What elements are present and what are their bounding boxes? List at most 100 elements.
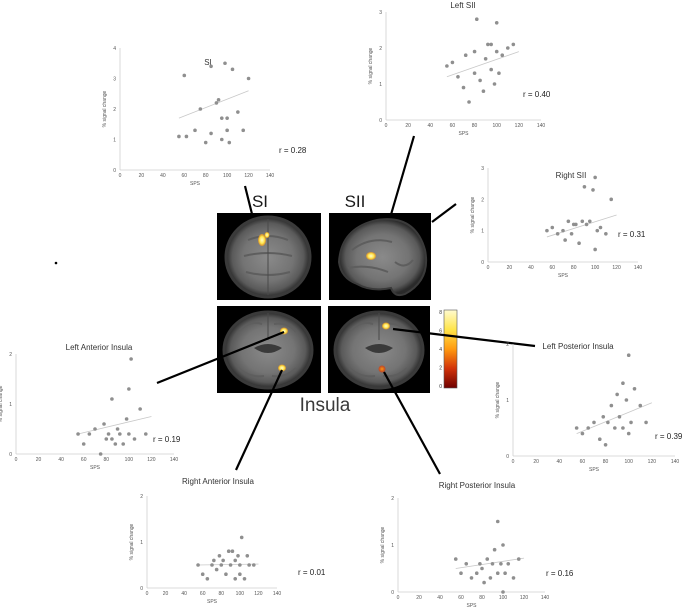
- data-point: [251, 563, 256, 567]
- y-tick-label: 3: [481, 166, 484, 172]
- x-tick-label: 0: [397, 595, 400, 601]
- data-point: [198, 107, 203, 111]
- colorbar-tick-label: 0: [439, 384, 442, 390]
- x-tick-label: 100: [493, 123, 502, 129]
- x-tick-label: 40: [181, 591, 187, 597]
- r-value-label: r = 0.39: [655, 432, 683, 441]
- x-tick-label: 140: [634, 265, 643, 271]
- connector-right-anterior-insula: [235, 369, 283, 471]
- data-point: [506, 562, 511, 566]
- data-point: [489, 67, 493, 72]
- x-tick-label: 140: [266, 173, 275, 179]
- data-point: [482, 580, 486, 585]
- x-axis-label: SPS: [558, 273, 569, 279]
- x-tick-label: 60: [580, 459, 586, 465]
- connector-left-anterior-insula: [156, 330, 285, 385]
- data-point: [624, 398, 629, 402]
- connector-left-sii: [388, 135, 416, 219]
- x-tick-label: 20: [163, 591, 169, 597]
- data-point: [481, 89, 486, 93]
- data-point: [574, 222, 578, 227]
- data-point: [450, 60, 455, 65]
- connector-lines: [156, 135, 536, 475]
- data-point: [492, 547, 497, 552]
- data-point: [617, 415, 622, 419]
- x-tick-label: 0: [119, 173, 122, 179]
- x-axis-label: SPS: [589, 467, 600, 473]
- data-point: [132, 437, 137, 441]
- x-tick-label: 60: [450, 123, 456, 129]
- data-point: [609, 403, 614, 408]
- data-point: [127, 432, 131, 436]
- data-point: [483, 57, 488, 61]
- label-sii: SII: [345, 192, 366, 211]
- data-point: [81, 442, 86, 446]
- data-point: [604, 232, 608, 236]
- x-tick-label: 120: [515, 123, 524, 129]
- data-point: [582, 185, 587, 189]
- x-tick-label: 100: [499, 595, 508, 601]
- data-point: [76, 432, 80, 436]
- data-point: [219, 116, 224, 120]
- data-point: [184, 134, 189, 139]
- data-point: [225, 116, 229, 120]
- y-axis-label: % signal change: [470, 196, 476, 233]
- data-point: [478, 78, 482, 83]
- data-point: [221, 558, 225, 563]
- x-tick-label: 120: [254, 591, 263, 597]
- x-tick-label: 0: [512, 459, 515, 465]
- y-axis-label: % signal change: [102, 90, 108, 127]
- trend-line: [455, 557, 525, 569]
- x-axis-label: SPS: [466, 603, 477, 609]
- data-point: [586, 426, 591, 430]
- data-point: [110, 397, 114, 401]
- data-point: [182, 73, 187, 78]
- data-point: [212, 558, 216, 563]
- data-point: [233, 558, 238, 563]
- data-point: [511, 576, 516, 580]
- y-axis-label: % signal change: [368, 47, 374, 84]
- y-tick-label: 1: [379, 82, 382, 88]
- y-tick-label: 4: [113, 46, 116, 52]
- data-point: [200, 572, 205, 576]
- data-point: [228, 563, 233, 567]
- x-tick-label: 20: [405, 123, 411, 129]
- data-point: [214, 101, 219, 105]
- data-point: [591, 188, 595, 192]
- r-value-label: r = 0.28: [279, 146, 307, 155]
- data-point: [230, 67, 235, 72]
- x-axis-label: SPS: [90, 465, 101, 471]
- x-tick-label: 0: [487, 265, 490, 271]
- data-point: [110, 437, 114, 441]
- x-tick-label: 100: [125, 457, 134, 463]
- data-point: [463, 53, 468, 57]
- y-tick-label: 1: [113, 138, 116, 144]
- data-point: [143, 432, 148, 436]
- x-tick-label: 40: [428, 123, 434, 129]
- data-point: [621, 381, 625, 386]
- x-tick-label: 100: [591, 265, 600, 271]
- data-point: [472, 49, 477, 54]
- data-point: [550, 225, 555, 230]
- x-tick-label: 140: [541, 595, 550, 601]
- x-tick-label: 60: [550, 265, 556, 271]
- data-point: [480, 566, 484, 571]
- data-point: [613, 426, 617, 430]
- data-point: [626, 431, 631, 436]
- data-point: [129, 357, 133, 361]
- data-point: [241, 128, 246, 133]
- data-point: [98, 452, 103, 456]
- x-tick-label: 0: [15, 457, 18, 463]
- brain-image-si: [217, 213, 321, 300]
- label-si: SI: [252, 192, 268, 211]
- data-point: [236, 110, 240, 114]
- data-point: [219, 563, 224, 567]
- data-point: [445, 64, 449, 68]
- data-point: [495, 571, 500, 575]
- colorbar-tick-label: 8: [439, 310, 442, 316]
